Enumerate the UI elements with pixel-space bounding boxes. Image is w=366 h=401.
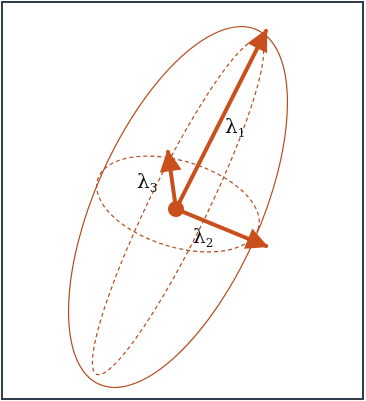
lambda3-label: λ3 (137, 169, 157, 195)
lambda1-eigenvector-arrow (174, 28, 268, 211)
lambda1-symbol: λ (225, 114, 238, 138)
lambda2-symbol: λ (193, 224, 206, 248)
lambda1-label: λ1 (225, 114, 245, 140)
lambda2-subscript: 2 (206, 236, 214, 250)
lambda3-subscript: 3 (150, 181, 158, 195)
ellipsoid-center-dot (168, 201, 184, 217)
lambda1-subscript: 1 (238, 126, 246, 140)
lambda2-eigenvector-arrow (174, 207, 269, 249)
lambda3-eigenvector-arrow (159, 149, 182, 211)
lambda3-symbol: λ (137, 169, 150, 193)
lambda2-label: λ2 (193, 224, 213, 250)
